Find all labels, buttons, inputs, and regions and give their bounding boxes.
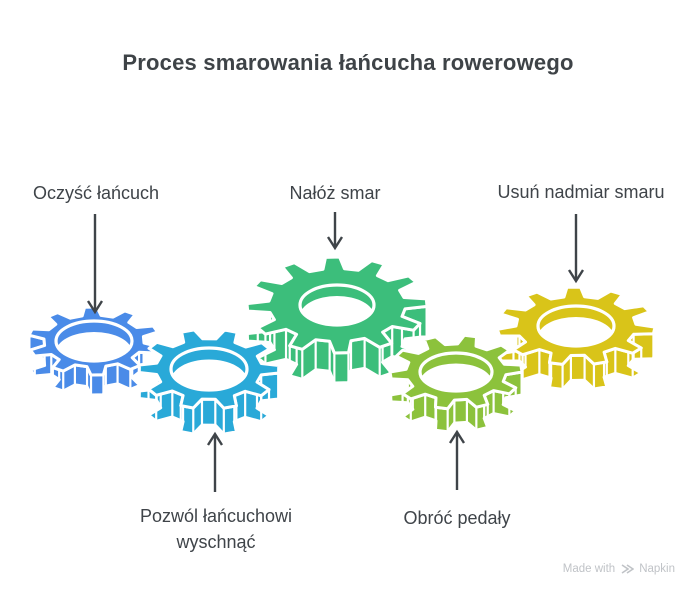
step-label-remove-excess: Usuń nadmiar smaru [497, 182, 665, 202]
gear [27, 305, 161, 397]
step-label-rotate-pedals: Obróć pedały [403, 508, 511, 528]
step-label-clean-chain: Oczyść łańcuch [32, 183, 160, 203]
step-arrow [567, 214, 585, 284]
step-arrow [448, 429, 466, 490]
gear [245, 255, 429, 385]
step-label-apply-lube: Nałóż smar [289, 183, 381, 203]
gear [137, 328, 281, 436]
watermark-brand: Napkin [639, 563, 675, 575]
made-with-napkin-watermark: Made with Napkin [563, 563, 675, 575]
napkin-chevrons-icon [621, 564, 635, 574]
page-title: Proces smarowania łańcucha rowerowego [122, 50, 574, 75]
watermark-prefix: Made with [562, 563, 616, 575]
step-arrow [86, 214, 104, 315]
step-arrow [326, 212, 344, 251]
step-label-let-chain-dry: Pozwól łańcuchowi wyschnąć [139, 506, 293, 553]
gear [495, 285, 657, 391]
step-arrow [206, 431, 224, 492]
gear [388, 333, 524, 434]
